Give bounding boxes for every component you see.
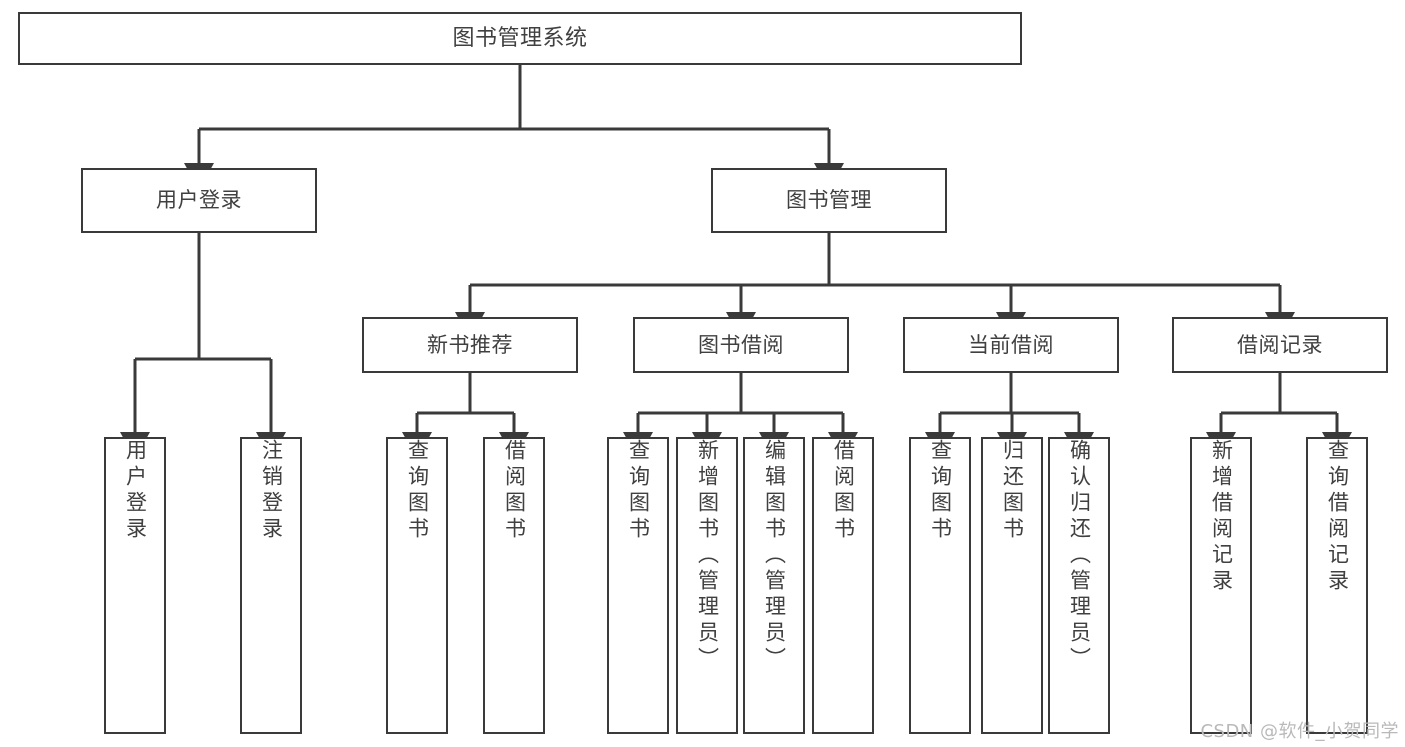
node-leaf-user-login[interactable]: 用户登录: [104, 437, 166, 734]
node-leaf-r-add[interactable]: 新增借阅记录: [1190, 437, 1252, 734]
node-label: 查询图书: [626, 439, 651, 543]
node-leaf-c-confirm[interactable]: 确认归还（管理员）: [1048, 437, 1110, 734]
node-leaf-nb-borrow[interactable]: 借阅图书: [483, 437, 545, 734]
node-label: 新书推荐: [427, 332, 513, 357]
node-login[interactable]: 用户登录: [81, 168, 317, 233]
node-label: 借阅图书: [502, 439, 527, 543]
node-label: 归还图书: [1000, 439, 1025, 543]
node-label: 查询图书: [405, 439, 430, 543]
node-newbook[interactable]: 新书推荐: [362, 317, 578, 373]
node-leaf-b-edit[interactable]: 编辑图书（管理员）: [743, 437, 805, 734]
node-label: 查询借阅记录: [1325, 439, 1350, 595]
node-leaf-c-return[interactable]: 归还图书: [981, 437, 1043, 734]
node-label: 查询图书: [928, 439, 953, 543]
node-label: 新增图书（管理员）: [695, 439, 720, 673]
node-leaf-logout[interactable]: 注销登录: [240, 437, 302, 734]
node-label: 编辑图书（管理员）: [762, 439, 787, 673]
node-root[interactable]: 图书管理系统: [18, 12, 1022, 65]
node-label: 注销登录: [259, 439, 284, 543]
node-leaf-r-query[interactable]: 查询借阅记录: [1306, 437, 1368, 734]
node-label: 图书管理系统: [452, 25, 588, 51]
node-label: 借阅图书: [831, 439, 856, 543]
node-label: 图书管理: [786, 188, 872, 213]
node-records[interactable]: 借阅记录: [1172, 317, 1388, 373]
node-current[interactable]: 当前借阅: [903, 317, 1119, 373]
node-borrow[interactable]: 图书借阅: [633, 317, 849, 373]
node-label: 借阅记录: [1237, 332, 1323, 357]
node-label: 图书借阅: [698, 332, 784, 357]
csdn-watermark: CSDN @软件_小贺同学: [1200, 721, 1399, 742]
node-bookmgmt[interactable]: 图书管理: [711, 168, 947, 233]
node-leaf-nb-query[interactable]: 查询图书: [386, 437, 448, 734]
node-label: 新增借阅记录: [1209, 439, 1234, 595]
node-leaf-b-borrow[interactable]: 借阅图书: [812, 437, 874, 734]
node-label: 当前借阅: [968, 332, 1054, 357]
node-label: 用户登录: [123, 439, 148, 543]
node-label: 用户登录: [156, 188, 242, 213]
node-leaf-c-query[interactable]: 查询图书: [909, 437, 971, 734]
node-leaf-b-query[interactable]: 查询图书: [607, 437, 669, 734]
node-label: 确认归还（管理员）: [1067, 439, 1092, 673]
node-leaf-b-add[interactable]: 新增图书（管理员）: [676, 437, 738, 734]
